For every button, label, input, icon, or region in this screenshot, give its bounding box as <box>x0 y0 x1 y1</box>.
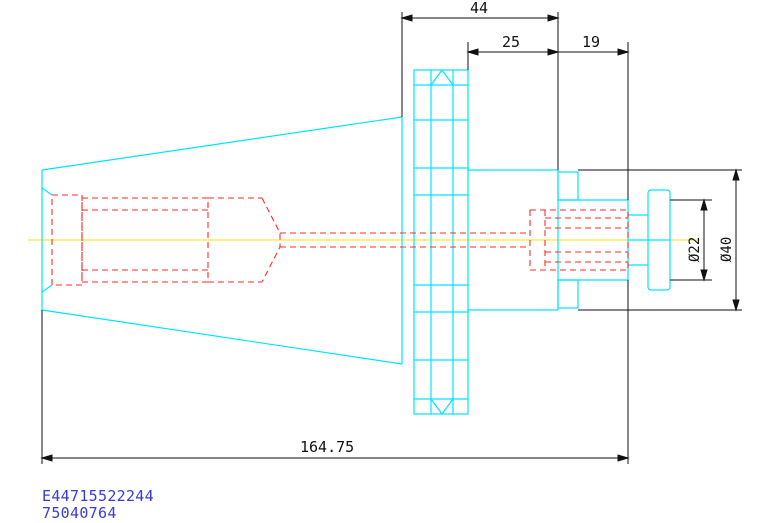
dim-d40-label: Ø40 <box>719 237 735 262</box>
dim-d22-label: Ø22 <box>687 237 703 262</box>
dim-44-label: 44 <box>470 0 488 17</box>
flange-outline <box>413 68 469 416</box>
dim-25-label: 25 <box>502 33 520 51</box>
hidden-bore-lines <box>51 194 629 286</box>
taper-shank-outline <box>41 116 403 365</box>
nose-outline <box>468 169 671 311</box>
part-code-line-2: 75040764 <box>42 504 117 522</box>
dim-19-label: 19 <box>582 33 600 51</box>
part-code-line-1: E44715522244 <box>42 487 154 505</box>
dim-164-label: 164.75 <box>300 438 354 456</box>
dimension-lines <box>40 12 742 464</box>
